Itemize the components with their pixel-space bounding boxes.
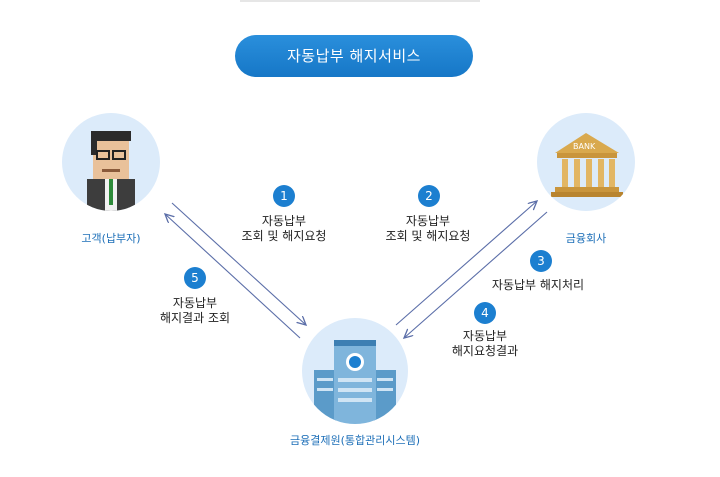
step-1-line1: 자동납부 — [261, 214, 307, 228]
bank-illustration: BANK — [537, 113, 635, 211]
customer-label: 고객(납부자) — [81, 232, 141, 245]
bank-building-icon: BANK — [551, 133, 623, 197]
step-4-text: 자동납부 해지요청결과 — [430, 329, 540, 359]
step-2-line2: 조회 및 해지요청 — [385, 229, 471, 243]
office-building-icon — [314, 340, 396, 424]
step-5-badge: 5 — [184, 267, 206, 289]
step-3-badge: 3 — [530, 250, 552, 272]
step-3-text: 자동납부 해지처리 — [476, 278, 600, 293]
customer-illustration — [62, 113, 160, 211]
step-1-text: 자동납부 조회 및 해지요청 — [224, 214, 344, 244]
step-1-badge: 1 — [273, 185, 295, 207]
arrow-center-to-bank — [395, 201, 537, 326]
step-4-line1: 자동납부 — [462, 329, 508, 343]
arrow-bank-to-center — [404, 211, 548, 338]
customer-avatar-icon — [87, 131, 135, 211]
arrow-customer-to-center — [171, 202, 306, 325]
step-5-line2: 해지결과 조회 — [159, 311, 231, 325]
step-5-line1: 자동납부 — [172, 296, 218, 310]
step-4-line2: 해지요청결과 — [451, 344, 519, 358]
step-1-line2: 조회 및 해지요청 — [241, 229, 327, 243]
step-2-badge: 2 — [418, 185, 440, 207]
center-label: 금융결제원(통합관리시스템) — [289, 434, 421, 447]
arrow-center-to-customer — [165, 214, 301, 339]
top-divider — [240, 0, 480, 2]
step-4-badge: 4 — [474, 302, 496, 324]
svg-text:BANK: BANK — [573, 142, 596, 151]
step-2-line1: 자동납부 — [405, 214, 451, 228]
step-2-text: 자동납부 조회 및 해지요청 — [368, 214, 488, 244]
step-5-text: 자동납부 해지결과 조회 — [140, 296, 250, 326]
step-3-line1: 자동납부 해지처리 — [491, 278, 585, 292]
service-title: 자동납부 해지서비스 — [235, 35, 473, 77]
bank-label: 금융회사 — [565, 232, 607, 245]
center-illustration — [302, 318, 408, 424]
